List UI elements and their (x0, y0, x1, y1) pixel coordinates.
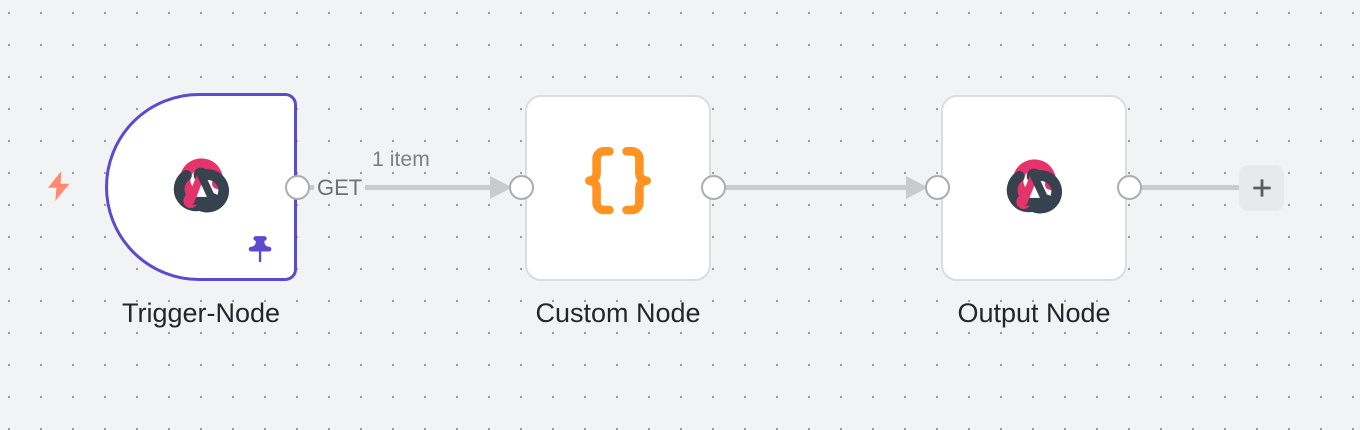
plus-icon (1252, 179, 1271, 197)
connection-items-label: 1 item (372, 148, 430, 171)
endpoint-custom-node-output[interactable] (701, 175, 726, 200)
node-label-output-node: Output Node (957, 298, 1111, 328)
node-trigger-node[interactable] (105, 93, 297, 281)
node-label-custom-node: Custom Node (535, 298, 701, 328)
webhook-icon (173, 158, 230, 213)
node-custom-node[interactable] (525, 95, 711, 281)
connection-method-label: GET (314, 174, 366, 201)
node-label-trigger-node: Trigger-Node (121, 298, 281, 328)
pin-icon (248, 236, 272, 263)
endpoint-output-node-output[interactable] (1117, 175, 1142, 200)
endpoint-trigger-node-output[interactable] (285, 175, 310, 200)
endpoint-custom-node-input[interactable] (509, 175, 534, 200)
connection-custom-to-output[interactable] (722, 176, 928, 199)
lightning-bolt-icon (47, 171, 70, 201)
curly-braces-icon (585, 147, 652, 215)
webhook-icon (1006, 159, 1063, 214)
endpoint-output-node-input[interactable] (925, 175, 950, 200)
node-output-node[interactable] (941, 95, 1127, 281)
add-node-button[interactable] (1239, 165, 1284, 211)
